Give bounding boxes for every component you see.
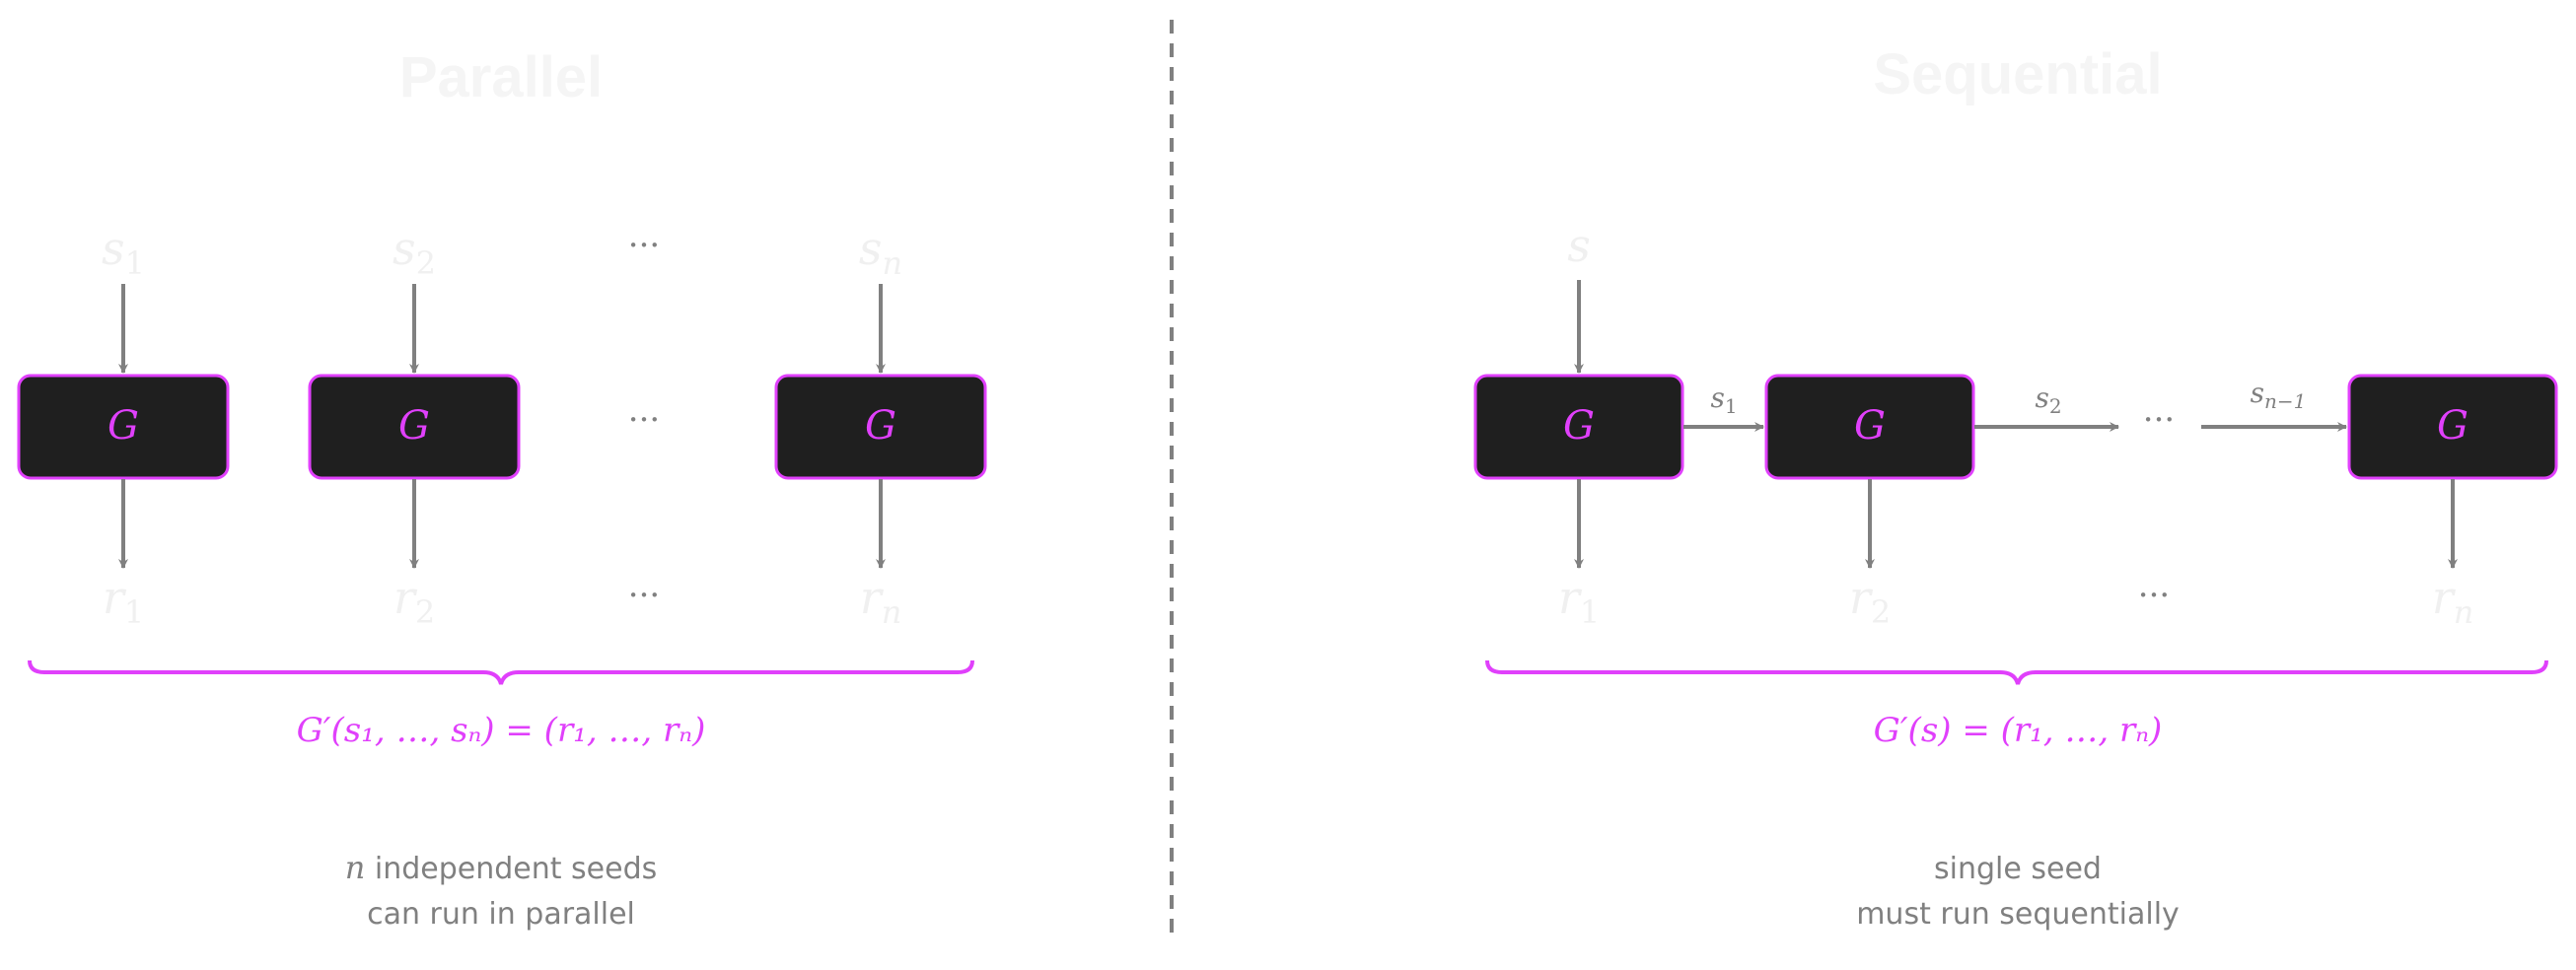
seq-output-rn: rn — [2432, 571, 2474, 631]
sequential-title: Sequential — [1873, 42, 2162, 106]
generator-label: G — [1854, 403, 1886, 449]
input-label-s1: s1 — [102, 222, 145, 282]
generator-label: G — [2437, 403, 2469, 449]
generator-label: G — [865, 403, 896, 449]
generator-label: G — [398, 403, 430, 449]
chain-label-s1: s1 — [1710, 381, 1737, 418]
generator-box-1: G — [17, 374, 230, 480]
chain-label-s2: s2 — [2035, 381, 2061, 418]
generator-box-2: G — [308, 374, 521, 480]
output-ellipsis: ··· — [628, 576, 660, 615]
input-ellipsis: ··· — [628, 226, 660, 265]
output-label-r2: r2 — [394, 571, 435, 631]
parallel-caption-line2: can run in parallel — [367, 897, 635, 932]
generator-label: G — [1563, 403, 1595, 449]
chain-ellipsis: ··· — [2143, 400, 2175, 440]
sequential-caption-line1: single seed — [1934, 852, 2102, 886]
input-label-s2: s2 — [393, 222, 436, 282]
input-label-sn: sn — [859, 222, 902, 282]
seq-generator-box-n: G — [2347, 374, 2558, 480]
sequential-formula: G′(s) = (r₁, …, rₙ) — [1874, 711, 2163, 750]
parallel-brace — [28, 659, 974, 685]
seq-generator-box-1: G — [1473, 374, 1684, 480]
parallel-formula: G′(s₁, …, sₙ) = (r₁, …, rₙ) — [297, 711, 706, 750]
parallel-caption-line1: n independent seeds — [345, 849, 658, 886]
sequential-caption-line2: must run sequentially — [1856, 897, 2180, 932]
seq-output-r2: r2 — [1849, 571, 1891, 631]
output-label-r1: r1 — [103, 571, 144, 631]
generator-box-n: G — [774, 374, 987, 480]
box-ellipsis: ··· — [628, 400, 660, 440]
seq-output-ellipsis: ··· — [2138, 576, 2170, 615]
seq-generator-box-2: G — [1764, 374, 1975, 480]
sequential-brace — [1485, 659, 2548, 685]
parallel-title: Parallel — [399, 45, 603, 109]
chain-label-sn-1: sn−1 — [2251, 377, 2307, 413]
seq-output-r1: r1 — [1558, 571, 1600, 631]
generator-label: G — [107, 403, 139, 449]
output-label-rn: rn — [860, 571, 902, 631]
seed-label: s — [1567, 219, 1591, 272]
